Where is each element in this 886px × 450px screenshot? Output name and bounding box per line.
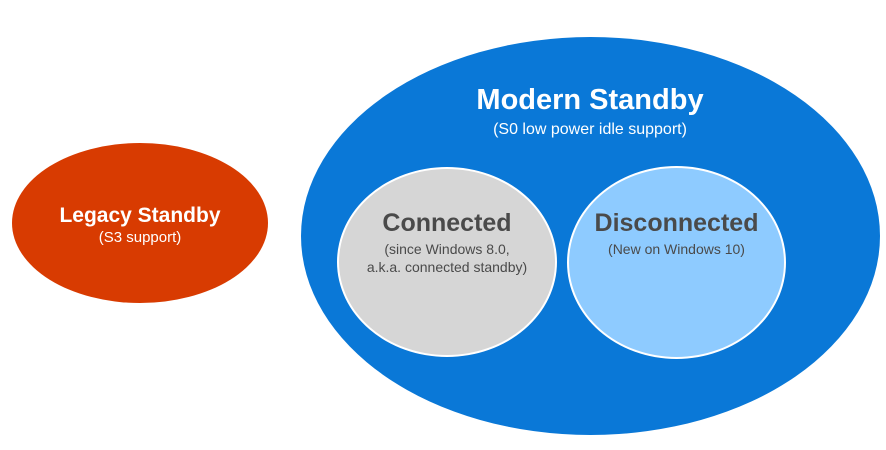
connected-ellipse bbox=[337, 167, 557, 357]
connected-subtitle: (since Windows 8.0, a.k.a. connected sta… bbox=[337, 241, 557, 276]
legacy-standby-subtitle: (S3 support) bbox=[98, 229, 182, 246]
legacy-standby-title: Legacy Standby bbox=[59, 204, 221, 227]
modern-standby-subtitle: (S0 low power idle support) bbox=[493, 121, 687, 138]
legacy-standby-ellipse bbox=[12, 143, 268, 303]
disconnected-subtitle: (New on Windows 10) bbox=[608, 241, 745, 257]
connected-title: Connected bbox=[382, 209, 512, 237]
modern-standby-title: Modern Standby bbox=[476, 84, 704, 116]
disconnected-ellipse bbox=[567, 166, 786, 359]
disconnected-title: Disconnected bbox=[594, 209, 759, 237]
connected-subtitle-line-1: (since Windows 8.0, bbox=[384, 241, 510, 257]
connected-subtitle-line-2: a.k.a. connected standby) bbox=[366, 258, 528, 275]
